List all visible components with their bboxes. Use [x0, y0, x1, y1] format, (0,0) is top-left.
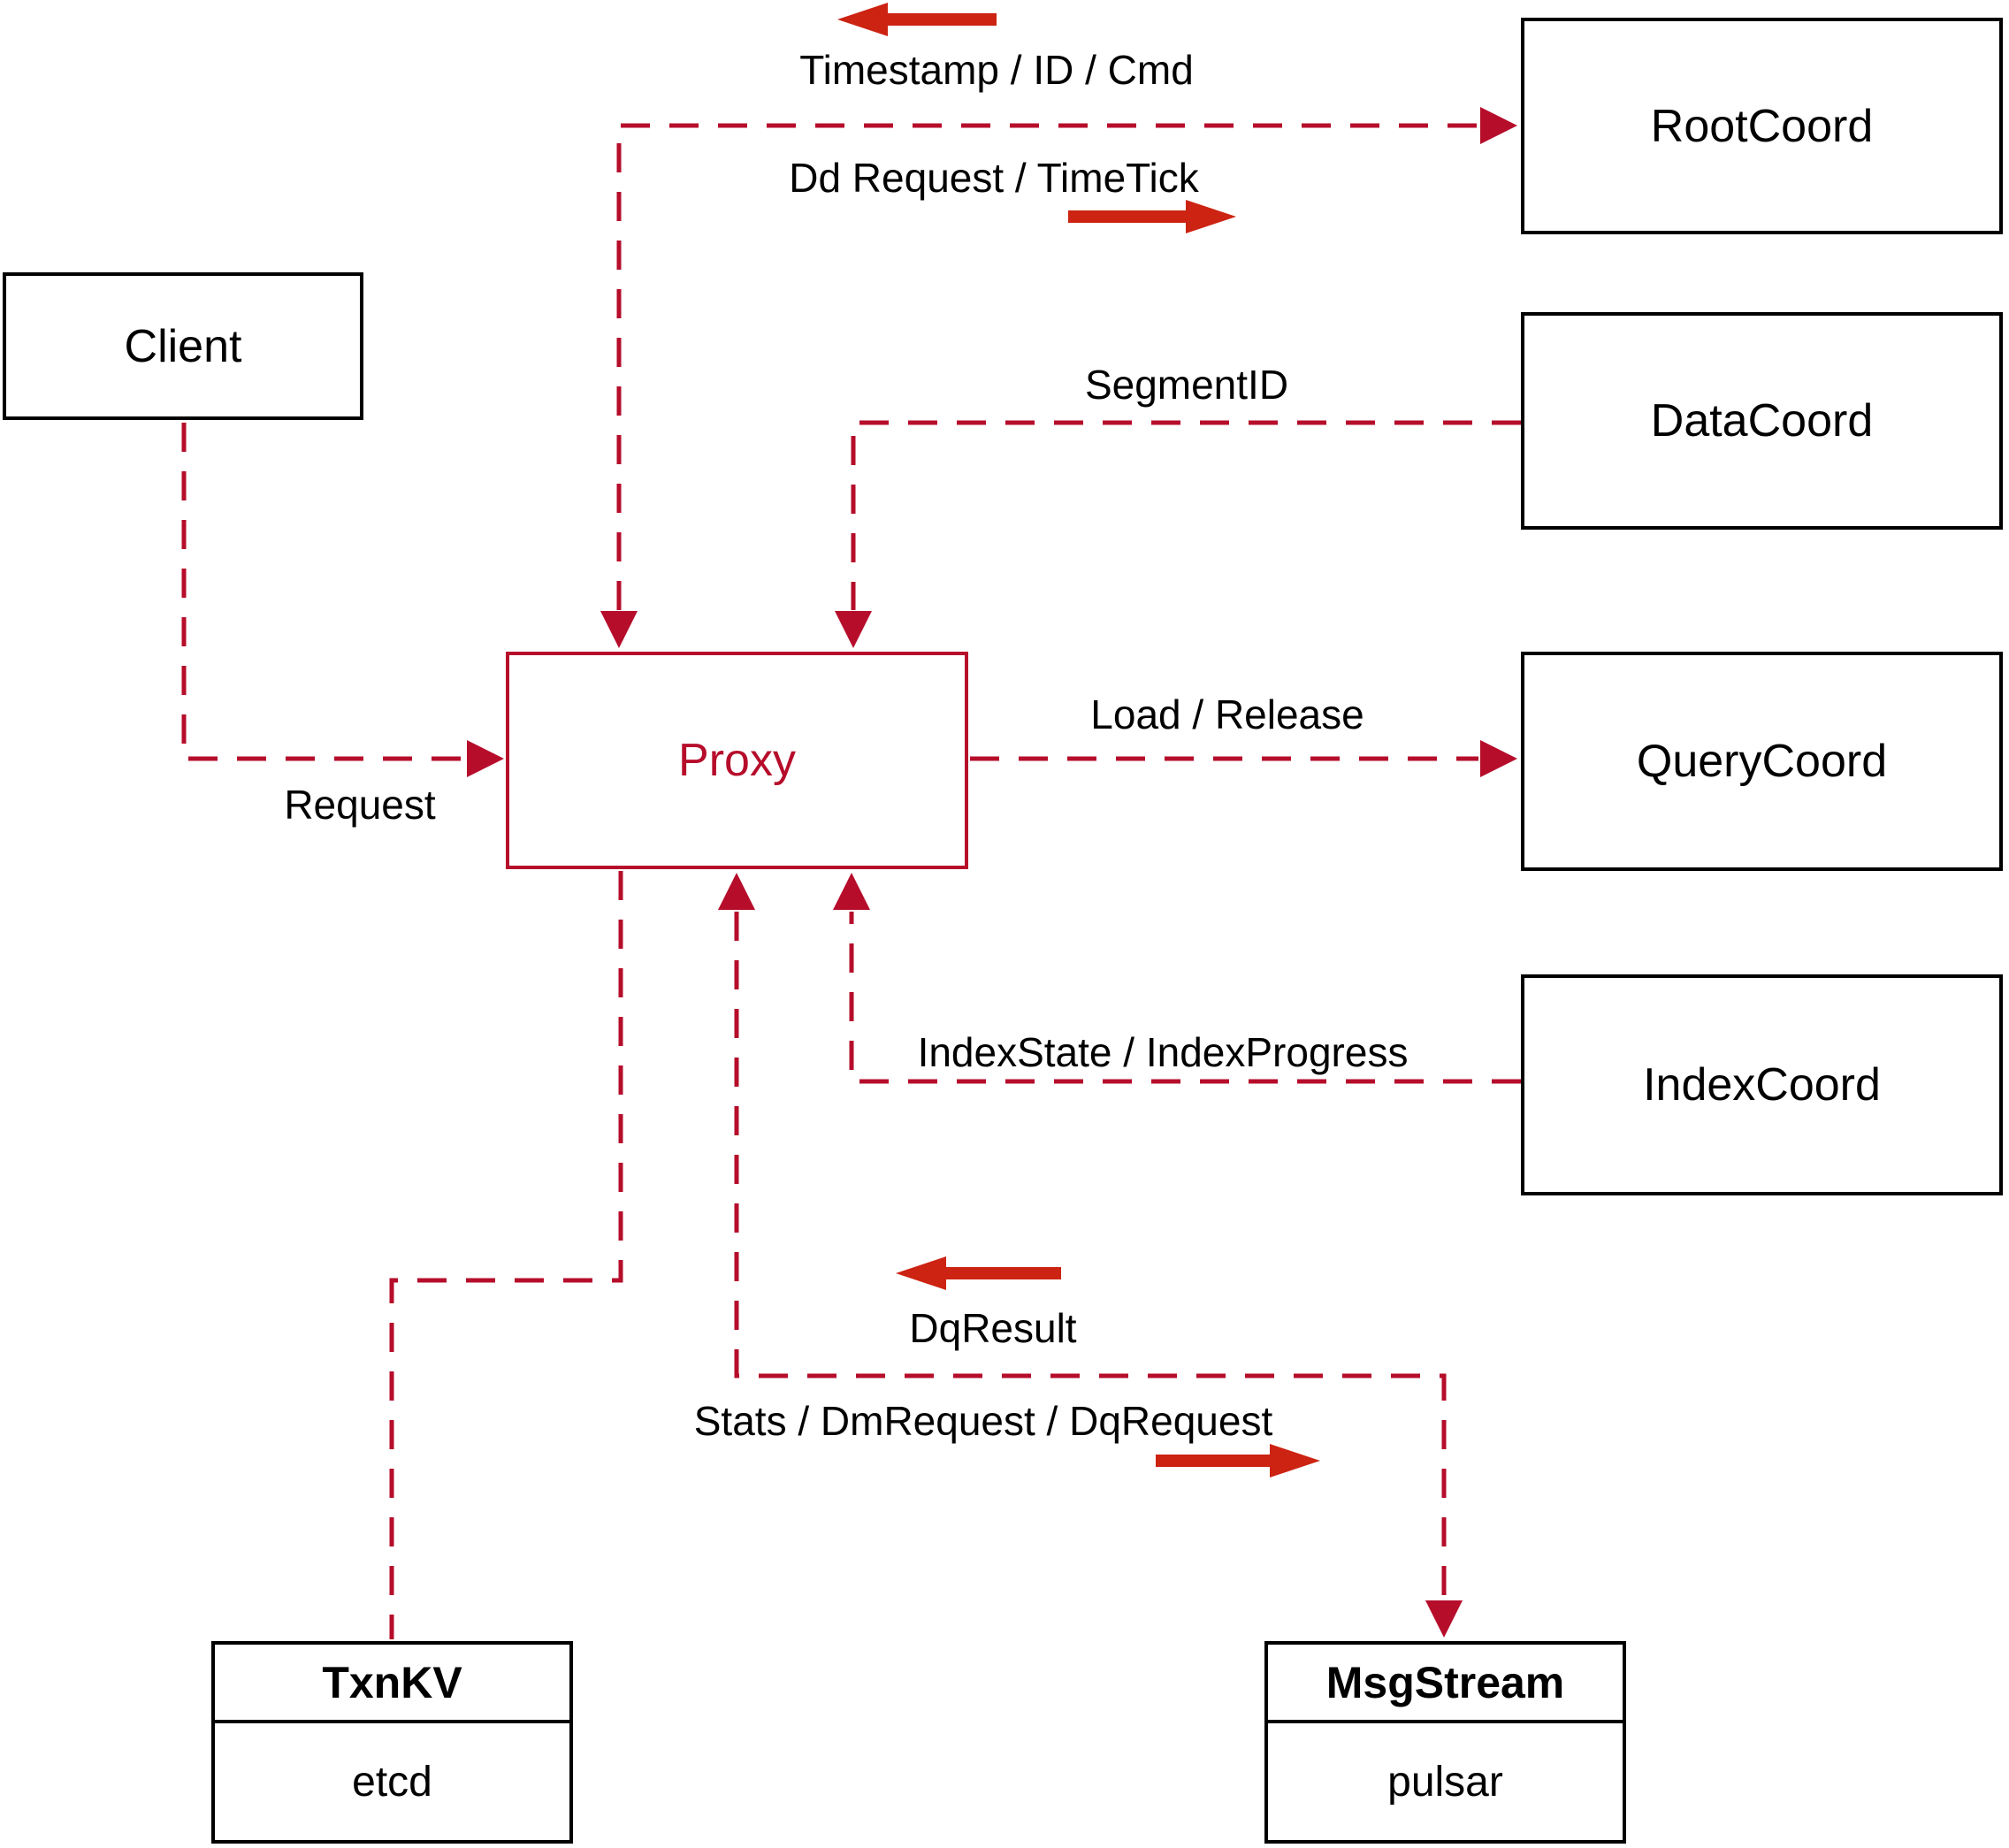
arrowhead-into-proxy-left-icon — [467, 740, 504, 777]
stats-direction-right-arrow-icon — [1156, 1444, 1320, 1478]
arrowhead-into-rootcoord-icon — [1480, 107, 1517, 144]
node-client: Client — [3, 272, 363, 420]
dqresult-direction-left-arrow-icon — [896, 1256, 1061, 1290]
node-indexcoord-label: IndexCoord — [1643, 1059, 1881, 1111]
node-querycoord-label: QueryCoord — [1636, 736, 1888, 787]
node-msgstream: MsgStream pulsar — [1264, 1641, 1626, 1844]
node-proxy-label: Proxy — [678, 735, 796, 786]
edge-label-timestamp-id-cmd: Timestamp / ID / Cmd — [799, 47, 1194, 93]
node-client-label: Client — [124, 320, 242, 372]
node-msgstream-title: MsgStream — [1268, 1645, 1623, 1723]
edge-proxy-to-msgstream — [734, 912, 1447, 1598]
edge-label-load-release: Load / Release — [1090, 691, 1364, 737]
arrowhead-into-proxy-top-left-icon — [600, 611, 638, 648]
node-rootcoord: RootCoord — [1521, 18, 2003, 234]
edge-indexcoord-to-proxy — [849, 912, 1521, 1084]
node-msgstream-impl: pulsar — [1387, 1758, 1503, 1806]
arrowhead-into-querycoord-icon — [1480, 740, 1517, 777]
edge-proxy-to-txnkv — [389, 871, 623, 1639]
arrowhead-into-proxy-bottom-right-icon — [833, 873, 870, 910]
arrowhead-into-proxy-bottom-mid-icon — [718, 873, 755, 910]
timestamp-direction-left-arrow-icon — [837, 3, 997, 36]
node-proxy: Proxy — [506, 652, 968, 869]
edge-proxy-to-rootcoord — [616, 123, 1478, 610]
arrowhead-into-proxy-top-right-icon — [835, 611, 872, 648]
node-txnkv-impl: etcd — [352, 1758, 432, 1806]
node-rootcoord-label: RootCoord — [1650, 100, 1874, 152]
edge-label-request: Request — [284, 782, 436, 828]
node-indexcoord: IndexCoord — [1521, 974, 2003, 1195]
node-querycoord: QueryCoord — [1521, 652, 2003, 871]
dd-request-direction-right-arrow-icon — [1068, 200, 1236, 233]
arrowhead-into-msgstream-icon — [1425, 1600, 1463, 1638]
node-txnkv-title: TxnKV — [215, 1645, 569, 1723]
edge-datacoord-to-proxy — [851, 420, 1521, 610]
edge-client-to-proxy — [181, 423, 467, 761]
node-datacoord-label: DataCoord — [1650, 395, 1874, 447]
edge-label-dq-result: DqResult — [909, 1305, 1077, 1351]
node-datacoord: DataCoord — [1521, 312, 2003, 530]
edge-label-dd-request-timetick: Dd Request / TimeTick — [789, 155, 1199, 201]
edge-label-index-state-progress: IndexState / IndexProgress — [917, 1029, 1409, 1075]
edge-label-stats-dm-dq: Stats / DmRequest / DqRequest — [693, 1398, 1273, 1444]
node-txnkv: TxnKV etcd — [211, 1641, 573, 1844]
edge-label-segment-id: SegmentID — [1084, 362, 1289, 408]
